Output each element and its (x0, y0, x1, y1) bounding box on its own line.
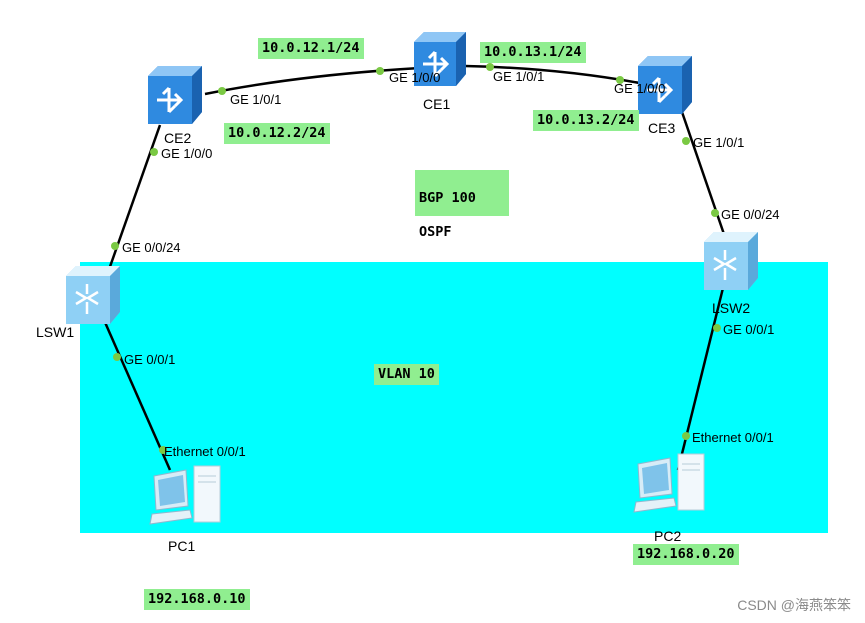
port-dot (711, 209, 719, 217)
ce3-router-icon[interactable] (634, 54, 696, 121)
ce1-label: CE1 (423, 96, 451, 112)
ce2-router-icon[interactable] (144, 64, 206, 131)
ce3-label: CE3 (648, 120, 676, 136)
vlan-label: VLAN 10 (374, 364, 439, 385)
lsw2-switch-icon[interactable] (700, 230, 762, 297)
pc2-label: PC2 (654, 528, 682, 544)
pc1-computer-icon[interactable] (148, 462, 224, 537)
pc2-ethernet-port-label: Ethernet 0/0/1 (692, 430, 774, 445)
port-dot (159, 446, 167, 454)
port-dot (376, 67, 384, 75)
port-dot (682, 432, 690, 440)
ce3-ge101-port-label: GE 1/0/1 (693, 135, 745, 150)
ce2-ge101-port-label: GE 1/0/1 (230, 92, 282, 107)
port-dot (486, 63, 494, 71)
ce3-ip-tag: 10.0.13.2/24 (533, 110, 639, 131)
lsw2-label: LSW2 (712, 300, 751, 316)
pc2-computer-icon[interactable] (632, 450, 708, 525)
pc1-label: PC1 (168, 538, 196, 554)
lsw2-ge0024-port-label: GE 0/0/24 (721, 207, 780, 222)
ce2-ge100-port-label: GE 1/0/0 (161, 146, 213, 161)
lsw1-ge001-port-label: GE 0/0/1 (124, 352, 176, 367)
protocol-tag: BGP 100 OSPF (415, 170, 509, 240)
ce1-ce2-ip-tag: 10.0.12.1/24 (258, 38, 364, 59)
ospf-label: OSPF (419, 224, 452, 240)
port-dot (713, 324, 721, 332)
ce1-ge101-port-label: GE 1/0/1 (493, 69, 545, 84)
link-ce2-lsw1 (104, 124, 162, 279)
link-ce3-lsw2 (680, 111, 728, 241)
port-dot (113, 353, 121, 361)
pc2-ip-tag: 192.168.0.20 (633, 544, 739, 565)
lsw1-switch-icon[interactable] (62, 264, 124, 331)
port-dot (682, 137, 690, 145)
ce1-ge100-port-label: GE 1/0/0 (389, 70, 441, 85)
port-dot (150, 148, 158, 156)
pc1-ethernet-port-label: Ethernet 0/0/1 (164, 444, 246, 459)
link-ce2-ce1 (204, 66, 421, 96)
pc1-ip-tag: 192.168.0.10 (144, 589, 250, 610)
ce1-ce3-ip-tag: 10.0.13.1/24 (480, 42, 586, 63)
port-dot (616, 76, 624, 84)
lsw1-label: LSW1 (36, 324, 75, 340)
port-dot (218, 87, 226, 95)
lsw2-ge001-port-label: GE 0/0/1 (723, 322, 775, 337)
watermark: CSDN @海燕笨笨 (737, 597, 851, 613)
ce2-ip-tag: 10.0.12.2/24 (224, 123, 330, 144)
link-lsw1-pc1 (102, 319, 172, 471)
lsw1-ge0024-port-label: GE 0/0/24 (122, 240, 181, 255)
bgp-label: BGP 100 (419, 190, 476, 206)
ce2-label: CE2 (164, 130, 192, 146)
ce3-ge100-port-label: GE 1/0/0 (614, 81, 666, 96)
ce1-router-icon[interactable] (408, 30, 470, 93)
port-dot (111, 242, 119, 250)
